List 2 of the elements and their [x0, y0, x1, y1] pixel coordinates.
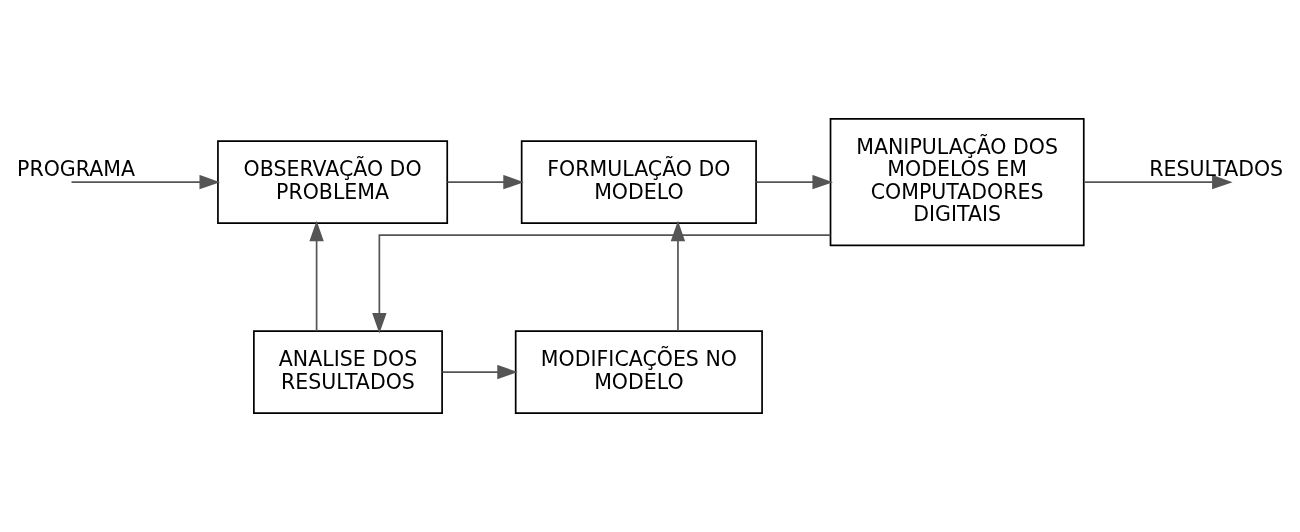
- edge-label: RESULTADOS: [1149, 157, 1284, 182]
- edge-label: PROGRAMA: [17, 157, 135, 182]
